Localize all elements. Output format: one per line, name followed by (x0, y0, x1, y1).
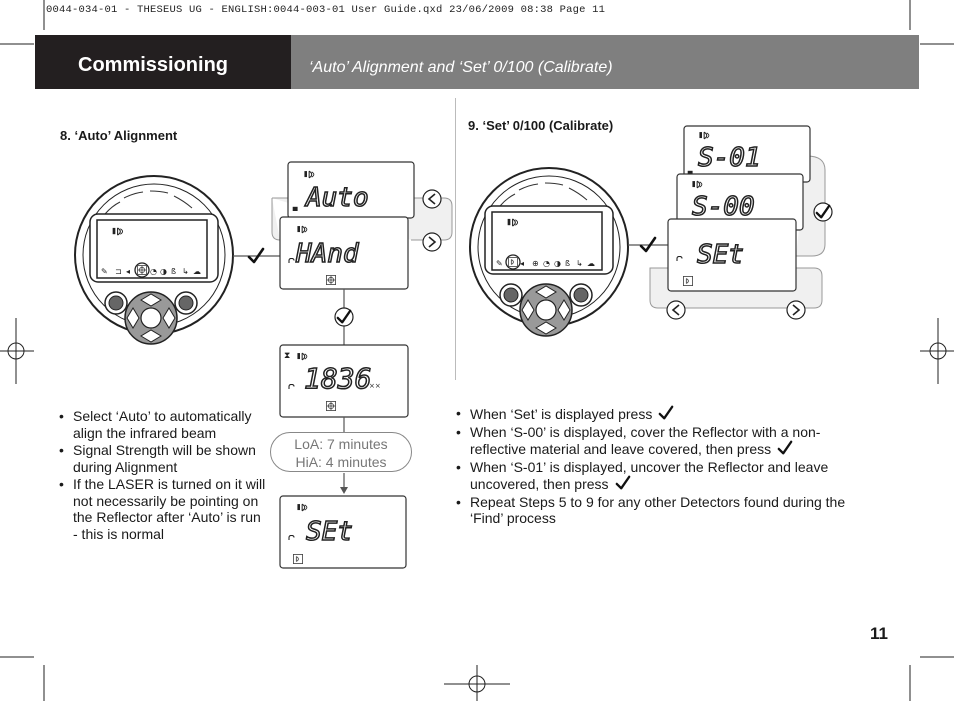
step-9-bullets: When ‘Set’ is displayed press When ‘S-00… (456, 405, 846, 528)
svg-text:☁: ☁ (193, 267, 201, 276)
svg-text:◑: ◑ (554, 259, 561, 268)
step-8-bullets: Select ‘Auto’ to automatically align the… (59, 408, 269, 543)
list-item: When ‘Set’ is displayed press (456, 405, 846, 423)
tick-icon (777, 440, 793, 455)
lcd-set-right-text: SEt (697, 240, 744, 270)
section-subtitle: ‘Auto’ Alignment and ‘Set’ 0/100 (Calibr… (309, 59, 613, 76)
svg-text:↳: ↳ (182, 267, 189, 276)
svg-text:◑: ◑ (160, 267, 167, 276)
detector-device-right: ✎ ◂ ⊕ ◔ ◑ ß ↳ ☁ (469, 167, 629, 337)
list-item: When ‘S-00’ is displayed, cover the Refl… (456, 424, 846, 458)
list-item: Select ‘Auto’ to automatically align the… (59, 408, 269, 441)
svg-text:◔: ◔ (150, 267, 157, 276)
svg-text:ß: ß (171, 267, 176, 276)
lcd-hand-text: HAnd (295, 239, 359, 269)
lcd-set-left (279, 495, 407, 569)
svg-text:ß: ß (565, 259, 570, 268)
lcd-s01-text: S-01 (698, 143, 761, 173)
svg-text:✎: ✎ (101, 267, 108, 276)
list-item: Signal Strength will be shown during Ali… (59, 442, 269, 475)
lcd-reading-text: 1836 (304, 362, 371, 395)
tick-icon (658, 405, 674, 420)
hia-time: HiA: 4 minutes (295, 454, 387, 470)
svg-text:✎: ✎ (496, 259, 503, 268)
svg-text:◔: ◔ (543, 259, 550, 268)
page-number: 11 (870, 624, 888, 643)
print-slug: 0044-034-01 - THESEUS UG - ENGLISH:0044-… (46, 4, 606, 16)
lcd-auto-text: Auto (304, 183, 369, 213)
step-9-title: 9. ‘Set’ 0/100 (Calibrate) (468, 118, 614, 133)
svg-text:××: ×× (369, 382, 381, 390)
lcd-set-right (667, 218, 797, 292)
tick-icon (615, 475, 630, 490)
svg-text:◂: ◂ (126, 267, 130, 276)
svg-text:☁: ☁ (587, 259, 595, 268)
list-item: If the LASER is turned on it will not ne… (59, 476, 269, 542)
lcd-set-left-text: SEt (306, 517, 353, 547)
lcd-s00-text: S-00 (692, 192, 755, 222)
svg-text:⊐: ⊐ (115, 267, 122, 276)
column-divider (455, 98, 456, 380)
header-title-band (35, 35, 291, 89)
svg-text:◂: ◂ (520, 259, 524, 268)
step-8-title: 8. ‘Auto’ Alignment (60, 128, 178, 143)
svg-text:⊕: ⊕ (532, 259, 539, 268)
alignment-timing-box: LoA: 7 minutes HiA: 4 minutes (270, 432, 412, 472)
loa-time: LoA: 7 minutes (294, 436, 388, 452)
svg-text:↳: ↳ (576, 259, 583, 268)
list-item: When ‘S-01’ is displayed, uncover the Re… (456, 459, 846, 493)
header-subtitle-band (291, 35, 919, 89)
detector-device-left: ✎ ⊐ ◂ ◔◑ ß ↳ ☁ (74, 175, 234, 345)
list-item: Repeat Steps 5 to 9 for any other Detect… (456, 494, 846, 527)
section-title: Commissioning (78, 54, 229, 76)
svg-text:⧗: ⧗ (284, 351, 290, 361)
